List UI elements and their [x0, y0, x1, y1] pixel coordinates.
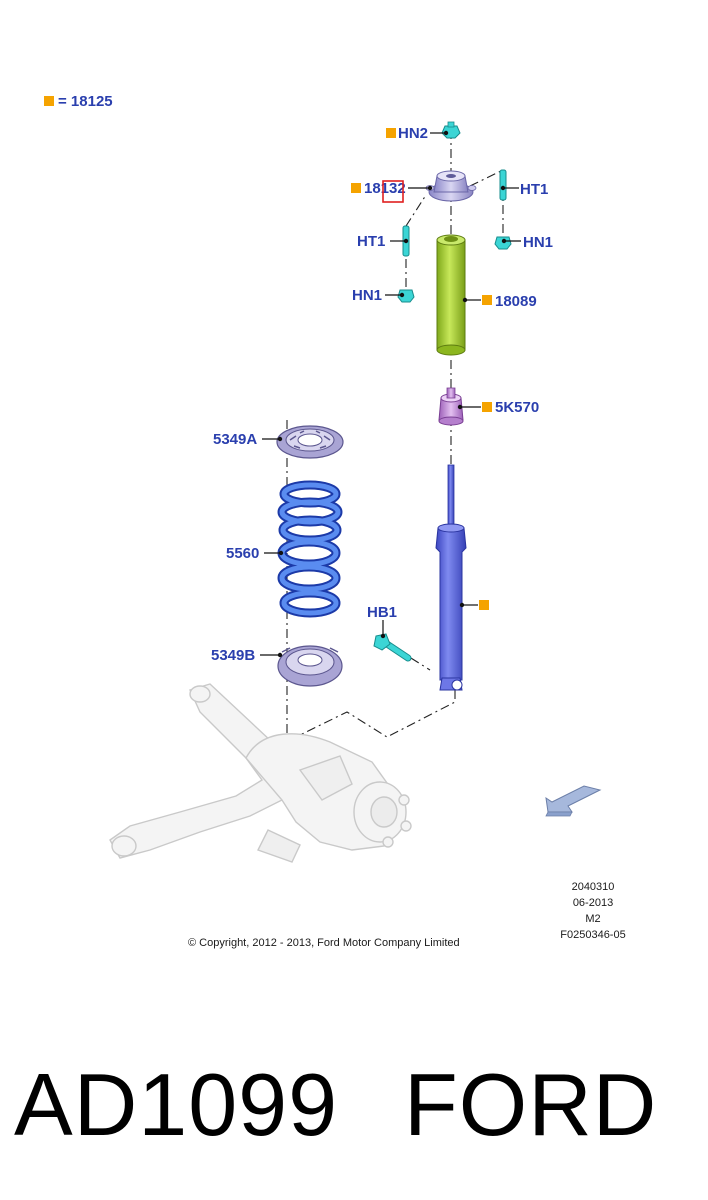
label-hn1-right: HN1 [523, 234, 553, 251]
bolt-hb1 [373, 633, 412, 662]
label-ht1-right: HT1 [520, 181, 548, 198]
bottom-caption: AD1099 FORD [0, 1040, 708, 1170]
upper-mount-18132 [425, 170, 477, 202]
top-nut-hn2 [441, 121, 461, 139]
marker-shock [479, 600, 489, 610]
legend-marker [44, 96, 54, 106]
lower-link-line [299, 690, 456, 738]
label-ht1-left: HT1 [357, 233, 385, 250]
coil-spring-5560 [277, 480, 343, 618]
legend-text: = 18125 [58, 93, 113, 110]
label-18089: 18089 [495, 293, 537, 310]
highlight-box [382, 180, 404, 203]
footer-code-line-4: F0250346-05 [560, 929, 625, 941]
label-hn2: HN2 [398, 125, 428, 142]
shock-absorber [435, 464, 467, 691]
footer: 2040310 06-2013 M2 F0250346-05 © Copyrig… [188, 881, 626, 949]
marker-hn2 [386, 128, 396, 138]
spring-seat-5349b [277, 645, 343, 687]
lower-arm-assembly [109, 683, 412, 863]
copyright-text: © Copyright, 2012 - 2013, Ford Motor Com… [188, 937, 460, 949]
label-hb1: HB1 [367, 604, 397, 621]
dust-boot-18089 [436, 234, 466, 356]
legend: = 18125 [44, 93, 113, 110]
exploded-suspension-diagram: = 18125 [44, 93, 626, 949]
part-labels: HN2 18132 HT1 HT1 HN1 HN1 18089 5K570 53… [211, 125, 553, 664]
leader-lines [260, 130, 521, 658]
right-mount-link [469, 169, 504, 187]
footer-code-line-2: 06-2013 [573, 897, 613, 909]
brand-text: FORD [404, 1055, 658, 1154]
vehicle-direction-arrow-icon [545, 785, 602, 817]
footer-code-line-1: 2040310 [572, 881, 615, 893]
label-hn1-left: HN1 [352, 287, 382, 304]
bump-stop-5k570 [438, 387, 464, 426]
stud-ht1-right [499, 169, 507, 201]
label-5349a: 5349A [213, 431, 257, 448]
label-5560: 5560 [226, 545, 259, 562]
nut-hn1-right [494, 236, 512, 250]
marker-18089 [482, 295, 492, 305]
spring-seat-5349a [276, 425, 344, 459]
label-18132: 18132 [364, 180, 406, 197]
label-5349b: 5349B [211, 647, 255, 664]
footer-code-line-3: M2 [585, 913, 600, 925]
marker-5k570 [482, 402, 492, 412]
label-5k570: 5K570 [495, 399, 539, 416]
left-mount-link [405, 194, 427, 227]
part-number-text: AD1099 [14, 1055, 339, 1154]
marker-18132 [351, 183, 361, 193]
